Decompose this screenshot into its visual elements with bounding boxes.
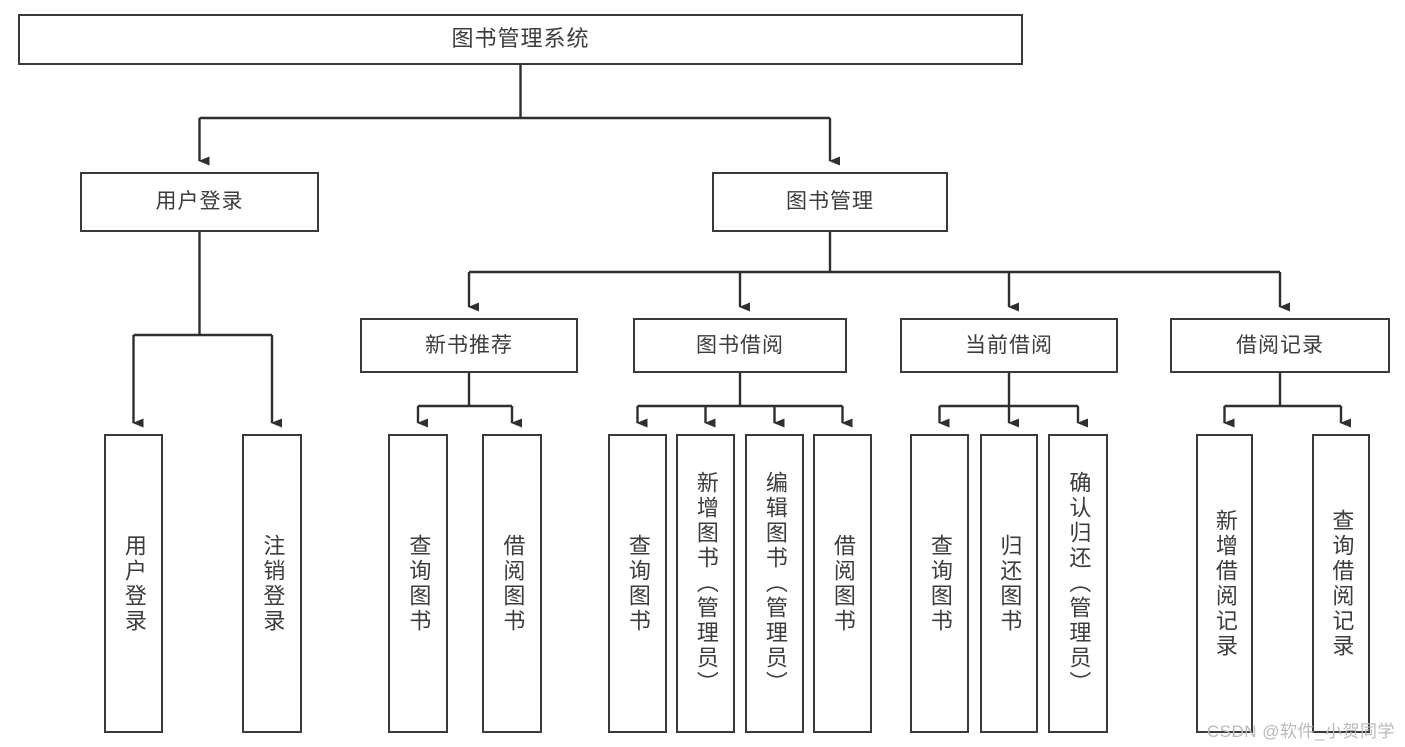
node-label: 借阅图书 xyxy=(830,533,856,634)
node-leaf-cur-1[interactable]: 查询图书 xyxy=(910,434,969,733)
node-leaf-new-2[interactable]: 借阅图书 xyxy=(482,434,542,733)
node-leaf-cur-3[interactable]: 确认归还（管理员） xyxy=(1048,434,1108,733)
node-leaf-borrow-1[interactable]: 查询图书 xyxy=(608,434,667,733)
node-leaf-borrow-3[interactable]: 编辑图书（管理员） xyxy=(745,434,804,733)
node-leaf-new-1[interactable]: 查询图书 xyxy=(388,434,448,733)
node-leaf-borrow-4[interactable]: 借阅图书 xyxy=(813,434,872,733)
node-label: 图书管理系统 xyxy=(451,26,590,52)
node-label: 归还图书 xyxy=(997,533,1023,634)
node-label: 图书借阅 xyxy=(696,333,784,357)
node-label: 用户登录 xyxy=(121,533,147,634)
node-label: 查询图书 xyxy=(406,533,432,634)
node-bookmgmt[interactable]: 图书管理 xyxy=(712,172,948,232)
node-label: 查询图书 xyxy=(625,533,651,634)
node-records[interactable]: 借阅记录 xyxy=(1170,318,1390,373)
node-label: 新增图书（管理员） xyxy=(693,471,719,696)
node-borrow[interactable]: 图书借阅 xyxy=(633,318,847,373)
node-leaf-rec-2[interactable]: 查询借阅记录 xyxy=(1312,434,1370,733)
watermark-text: CSDN @软件_小贺同学 xyxy=(1206,722,1395,741)
node-label: 用户登录 xyxy=(155,190,244,214)
node-current[interactable]: 当前借阅 xyxy=(900,318,1118,373)
node-label: 注销登录 xyxy=(260,533,286,634)
node-label: 借阅图书 xyxy=(500,533,526,634)
node-leaf-borrow-2[interactable]: 新增图书（管理员） xyxy=(676,434,735,733)
node-leaf-rec-1[interactable]: 新增借阅记录 xyxy=(1196,434,1253,733)
node-label: 图书管理 xyxy=(786,190,874,214)
node-root[interactable]: 图书管理系统 xyxy=(18,14,1023,65)
node-label: 查询图书 xyxy=(927,533,953,634)
node-label: 当前借阅 xyxy=(965,333,1053,357)
node-leaf-login-2[interactable]: 注销登录 xyxy=(242,434,302,733)
node-label: 借阅记录 xyxy=(1236,333,1324,357)
node-label: 确认归还（管理员） xyxy=(1066,471,1092,696)
node-label: 新书推荐 xyxy=(425,333,513,357)
node-label: 查询借阅记录 xyxy=(1329,508,1355,659)
node-label: 新增借阅记录 xyxy=(1212,508,1238,659)
node-leaf-cur-2[interactable]: 归还图书 xyxy=(980,434,1038,733)
node-newbook[interactable]: 新书推荐 xyxy=(360,318,578,373)
node-leaf-login-1[interactable]: 用户登录 xyxy=(104,434,163,733)
node-login[interactable]: 用户登录 xyxy=(80,172,319,232)
node-label: 编辑图书（管理员） xyxy=(762,471,788,696)
